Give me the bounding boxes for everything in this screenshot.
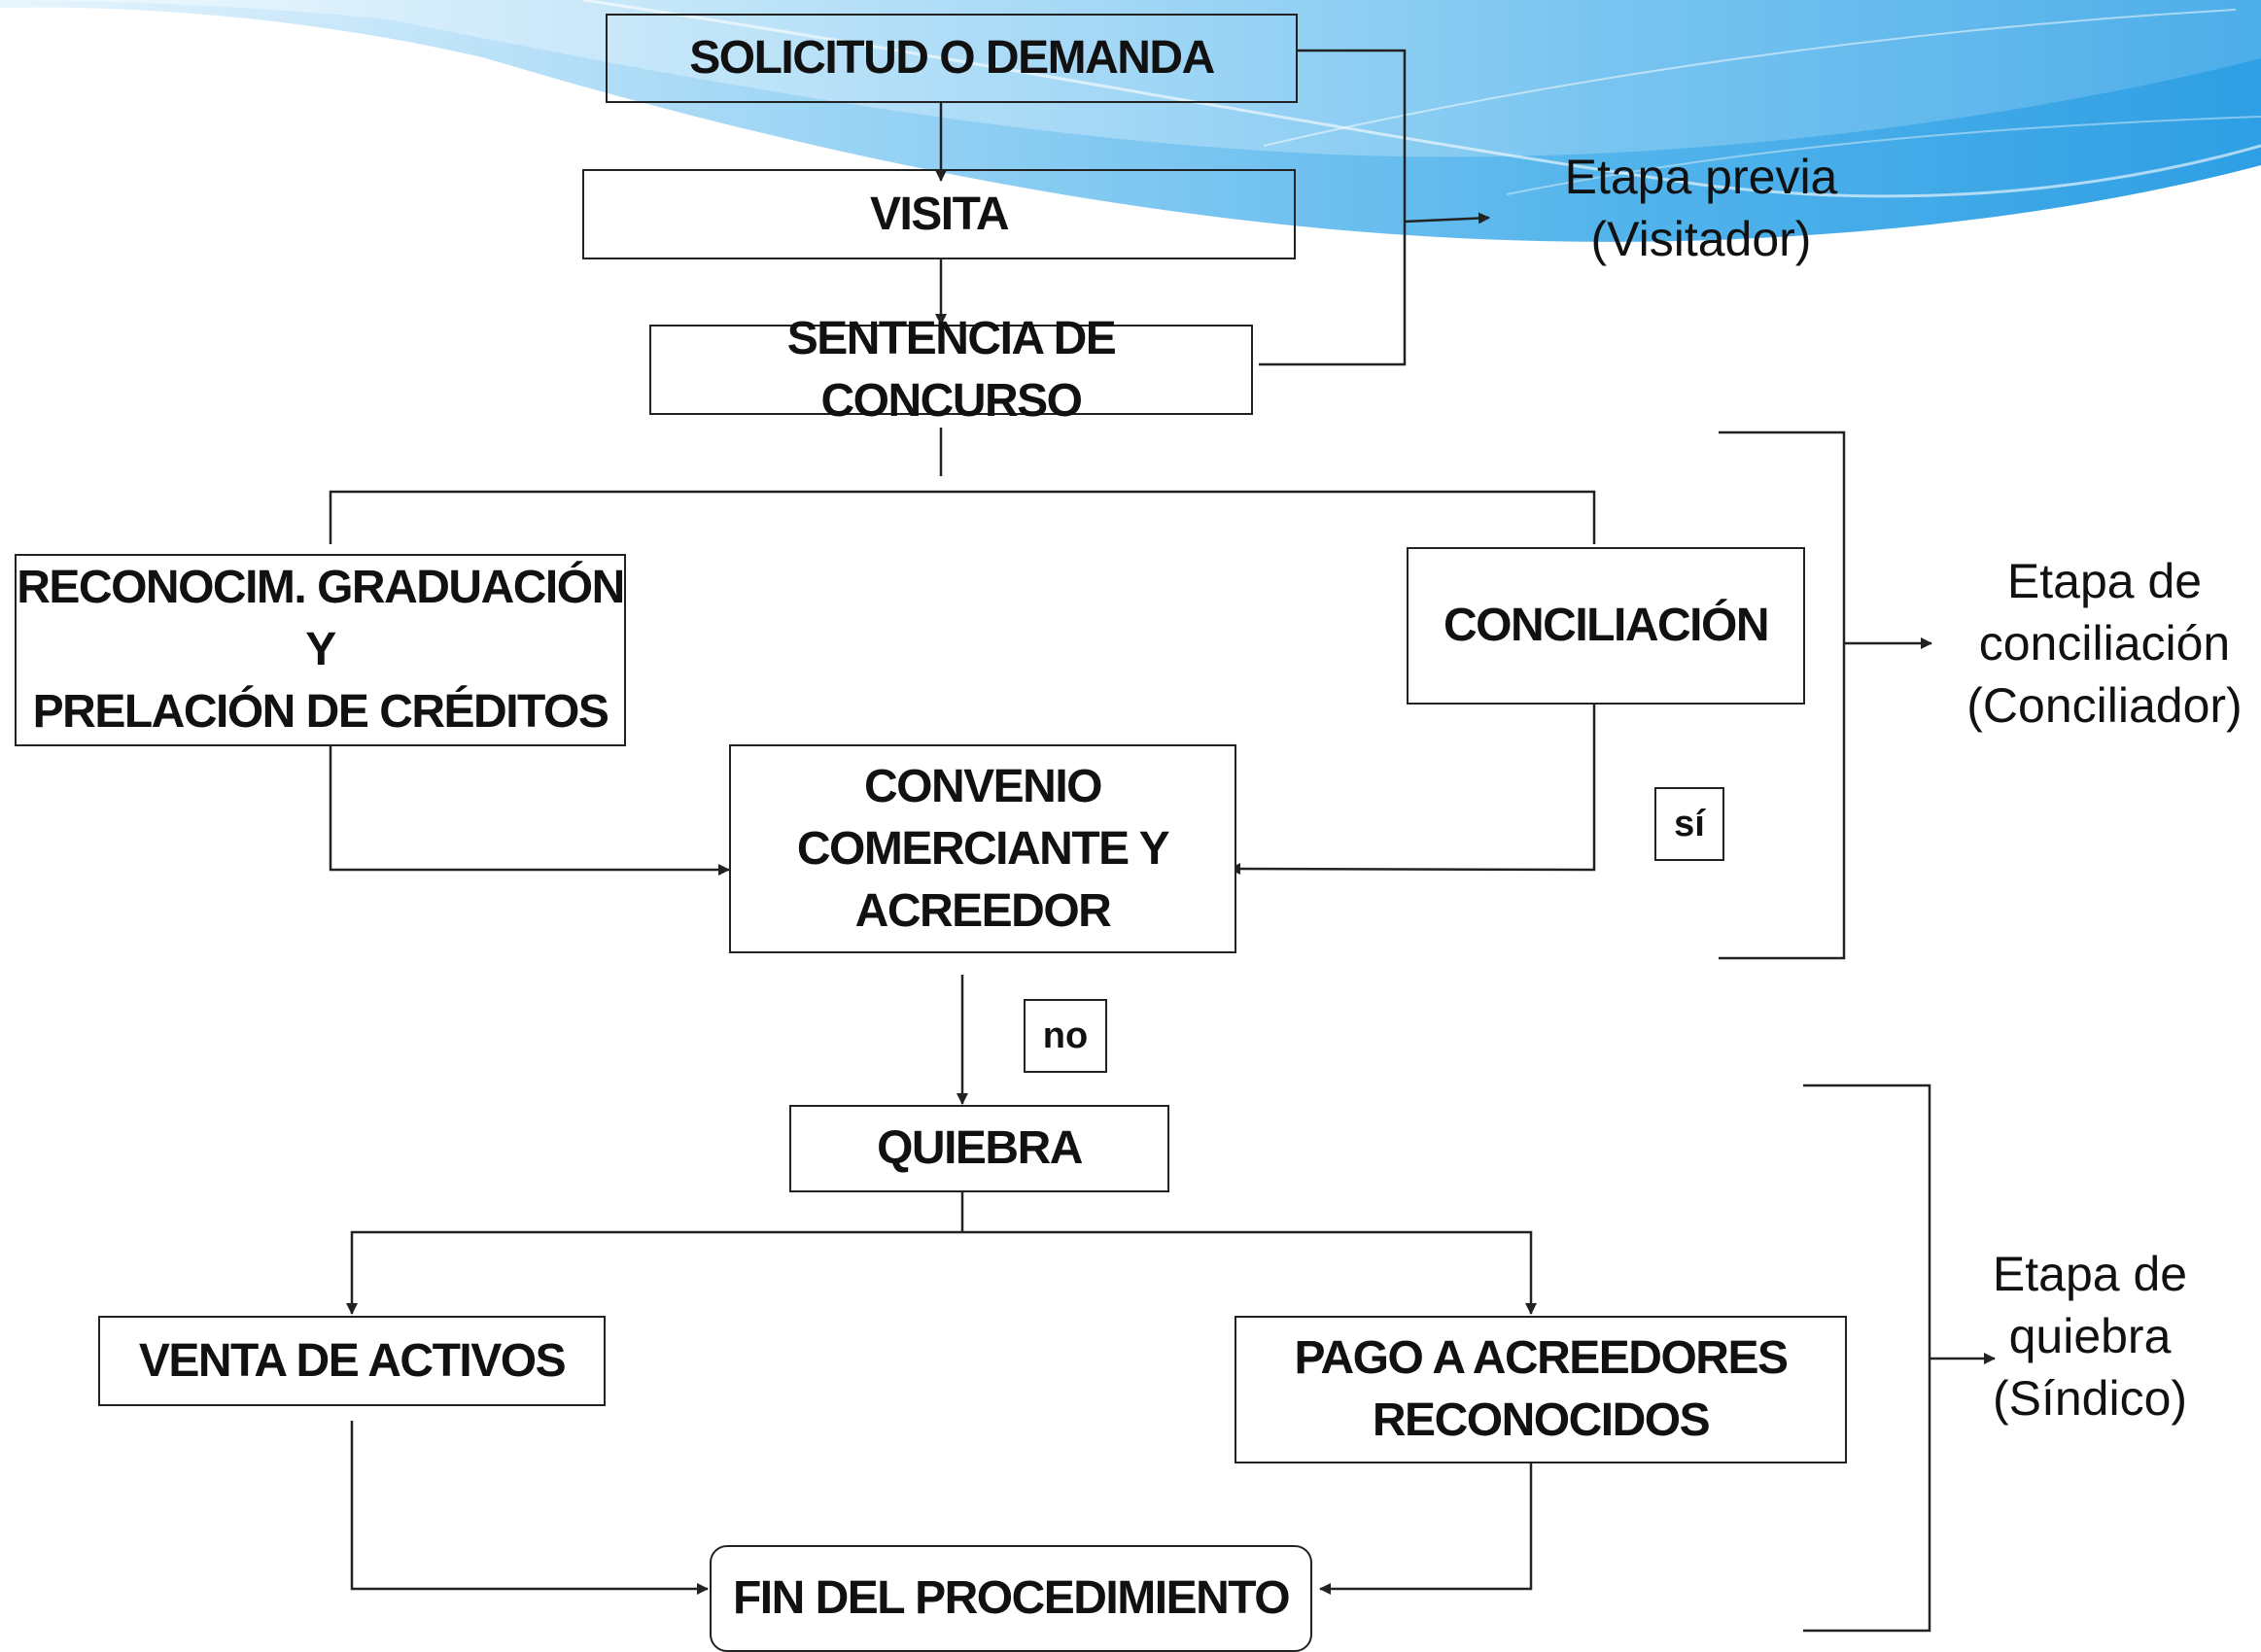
arrow-venta-fin	[350, 1421, 709, 1595]
arrow-etapa-previa	[1404, 212, 1490, 224]
node-fin: FIN DEL PROCEDIMIENTO	[710, 1545, 1312, 1652]
node-quiebra: QUIEBRA	[789, 1105, 1169, 1192]
node-conciliacion: CONCILIACIÓN	[1407, 547, 1805, 705]
node-pago-label: PAGO A ACREEDORES RECONOCIDOS	[1294, 1332, 1790, 1446]
arrow-conciliacion-convenio	[1229, 705, 1596, 876]
node-sentencia-label: SENTENCIA DE CONCURSO	[786, 312, 1117, 427]
node-solicitud: SOLICITUD O DEMANDA	[606, 14, 1298, 103]
node-solicitud-label: SOLICITUD O DEMANDA	[689, 32, 1215, 84]
node-quiebra-label: QUIEBRA	[877, 1122, 1083, 1174]
node-convenio-label: CONVENIO COMERCIANTE Y ACREEDOR	[796, 760, 1170, 937]
node-reconocimiento: RECONOCIM. GRADUACIÓN Y PRELACIÓN DE CRÉ…	[15, 554, 626, 746]
node-convenio: CONVENIO COMERCIANTE Y ACREEDOR	[729, 744, 1236, 953]
node-visita-label: VISITA	[869, 188, 1010, 240]
stage-label-previa: Etapa previa (Visitador)	[1564, 150, 1838, 266]
node-venta-label: VENTA DE ACTIVOS	[138, 1334, 567, 1387]
arrow-pago-fin	[1319, 1463, 1533, 1595]
node-sentencia: SENTENCIA DE CONCURSO	[649, 313, 1253, 427]
node-visita: VISITA	[582, 169, 1296, 259]
branch-sentencia	[329, 490, 1596, 544]
arrow-reconocimiento-convenio	[329, 746, 730, 876]
node-venta: VENTA DE ACTIVOS	[98, 1316, 606, 1406]
edge-label-si: sí	[1654, 787, 1724, 861]
bracket-etapa-previa	[1259, 49, 1407, 366]
stage-label-quiebra: Etapa de quiebra (Síndico)	[1992, 1247, 2188, 1426]
node-reconocimiento-label: RECONOCIM. GRADUACIÓN Y PRELACIÓN DE CRÉ…	[17, 562, 625, 738]
node-conciliacion-label: CONCILIACIÓN	[1444, 600, 1769, 651]
node-pago: PAGO A ACREEDORES RECONOCIDOS	[1235, 1316, 1847, 1463]
node-fin-label: FIN DEL PROCEDIMIENTO	[732, 1572, 1291, 1624]
arrow-quiebra-venta	[346, 1230, 962, 1315]
arrow-quiebra-pago	[962, 1230, 1537, 1315]
bracket-etapa-conciliacion	[1719, 430, 1846, 960]
edge-label-no: no	[1024, 999, 1107, 1073]
stage-label-conciliacion: Etapa de conciliación (Conciliador)	[1966, 554, 2243, 733]
